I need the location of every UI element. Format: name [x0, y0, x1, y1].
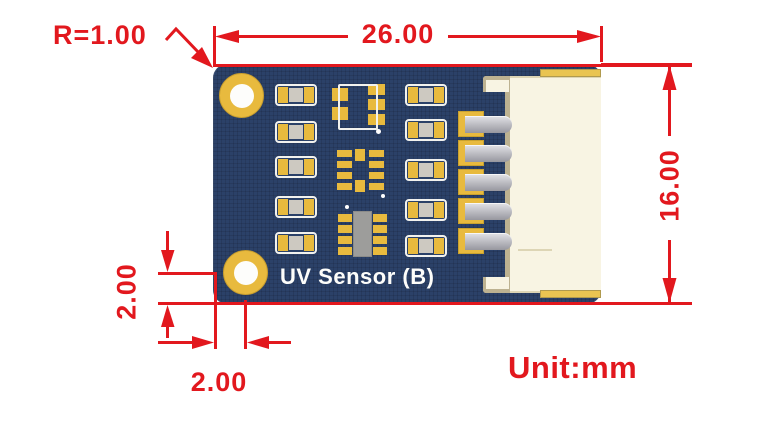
smd-body — [289, 160, 303, 174]
smd-pad — [434, 122, 444, 138]
chip-pad — [338, 214, 352, 222]
footprint-pad — [369, 172, 384, 179]
footprint-pad — [355, 180, 365, 192]
smd-component — [405, 159, 447, 181]
connector-pin — [465, 145, 512, 162]
smd-body — [419, 123, 433, 137]
connector-tab-top — [540, 69, 601, 77]
connector-pin — [465, 203, 512, 220]
connector-pin — [465, 233, 512, 250]
connector-seam — [518, 249, 552, 251]
smd-pad — [278, 87, 288, 103]
smd-pad — [408, 122, 418, 138]
arrowhead-down-icon — [161, 250, 175, 272]
smd-pad — [408, 87, 418, 103]
chip-pad — [373, 236, 387, 244]
unit-note: Unit:mm — [508, 350, 638, 385]
chip-pad — [338, 225, 352, 233]
board-silkscreen-label: UV Sensor (B) — [280, 264, 435, 289]
footprint-pad — [369, 150, 384, 157]
smd-pad — [304, 159, 314, 175]
footprint-pad — [332, 88, 348, 101]
arrowhead-right-icon — [192, 336, 214, 349]
arrowhead-left-icon — [247, 336, 269, 349]
smd-pad — [278, 159, 288, 175]
chip-pad — [373, 247, 387, 255]
chip-pad — [338, 247, 352, 255]
connector-wall-bottom — [483, 277, 509, 293]
connector-body — [505, 76, 601, 293]
smd-body — [289, 236, 303, 250]
smd-component — [275, 84, 317, 106]
smd-body — [289, 88, 303, 102]
footprint-pad — [337, 161, 352, 168]
smd-component — [405, 199, 447, 221]
arrowhead-corner-icon — [191, 47, 213, 68]
smd-body — [419, 88, 433, 102]
smd-pad — [304, 235, 314, 251]
footprint-pad — [369, 161, 384, 168]
arrowhead-up-icon — [161, 305, 175, 327]
ic-chip — [353, 211, 372, 257]
smd-pad — [304, 124, 314, 140]
radius-leader — [164, 26, 213, 68]
mounting-hole-top-left — [219, 73, 264, 118]
smd-body — [289, 125, 303, 139]
smd-component — [275, 156, 317, 178]
arrowhead-right-icon — [577, 30, 601, 43]
smd-pad — [278, 199, 288, 215]
connector-wall-top — [483, 76, 509, 92]
hole-bore — [233, 260, 258, 285]
hole-offset-vertical-label: 2.00 — [111, 263, 142, 320]
smd-pad — [408, 238, 418, 254]
silkscreen-dot — [381, 194, 385, 198]
smd-component — [405, 119, 447, 141]
smd-pad — [304, 87, 314, 103]
mounting-hole-bottom-left — [223, 250, 268, 295]
silkscreen-outline — [338, 84, 378, 130]
footprint-pad — [369, 183, 384, 190]
silkscreen-dot — [376, 129, 381, 134]
pcb-board: UV Sensor (B) — [213, 64, 601, 304]
board-height-label: 16.00 — [654, 149, 685, 222]
chip-pad — [338, 236, 352, 244]
smd-component — [275, 196, 317, 218]
hole-offset-vertical-dimension — [158, 231, 217, 338]
smd-pad — [434, 202, 444, 218]
connector-pin — [465, 174, 512, 191]
smd-pad — [278, 235, 288, 251]
smd-body — [419, 163, 433, 177]
footprint-pad — [355, 149, 365, 161]
connector-pin — [465, 116, 512, 133]
smd-component — [405, 84, 447, 106]
smd-body — [419, 239, 433, 253]
arrowhead-left-icon — [215, 30, 239, 43]
board-width-label: 26.00 — [361, 19, 435, 49]
smd-body — [289, 200, 303, 214]
footprint-pad — [332, 107, 348, 120]
smd-body — [419, 203, 433, 217]
smd-component — [275, 121, 317, 143]
chip-pad — [373, 225, 387, 233]
hole-bore — [229, 83, 254, 108]
smd-pad — [434, 87, 444, 103]
footprint-pad — [337, 183, 352, 190]
smd-pad — [434, 238, 444, 254]
smd-component — [275, 232, 317, 254]
connector-tab-bottom — [540, 290, 601, 298]
smd-pad — [408, 162, 418, 178]
footprint-pad — [337, 150, 352, 157]
hole-offset-horizontal-label: 2.00 — [190, 367, 248, 397]
footprint-pad — [337, 172, 352, 179]
smd-pad — [278, 124, 288, 140]
smd-pad — [408, 202, 418, 218]
arrowhead-down-icon — [662, 278, 677, 303]
corner-radius-label: R=1.00 — [53, 20, 147, 50]
chip-pad — [373, 214, 387, 222]
silkscreen-dot — [345, 205, 349, 209]
smd-component — [405, 235, 447, 257]
smd-pad — [304, 199, 314, 215]
smd-pad — [434, 162, 444, 178]
arrowhead-up-icon — [662, 65, 677, 90]
